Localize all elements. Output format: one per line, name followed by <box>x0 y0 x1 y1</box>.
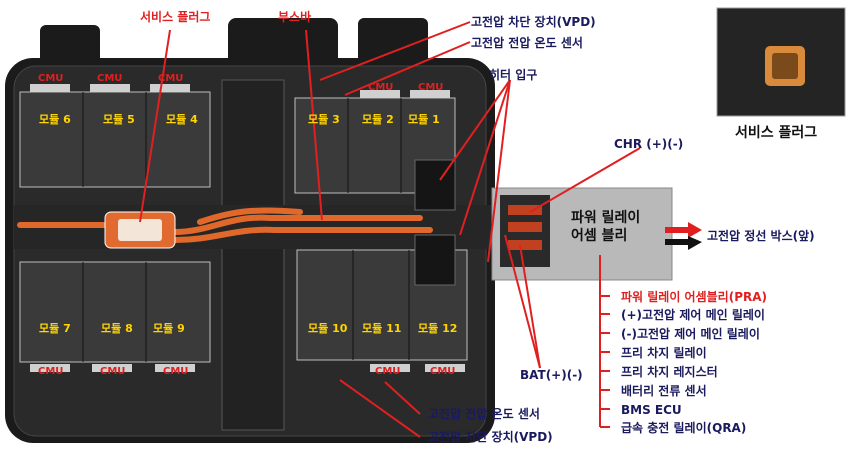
temp-sensor-top-callout: 고전압 전압 온도 센서 <box>471 36 583 50</box>
center-rib <box>221 79 285 431</box>
leader-lines <box>139 21 641 438</box>
module-label: 모듈 5 <box>103 113 135 126</box>
inset-caption: 서비스 플러그 <box>735 125 818 141</box>
bat-callout: BAT(+)(-) <box>520 368 583 382</box>
cmu-boards <box>30 84 465 372</box>
cmu-label: CMU <box>100 366 126 377</box>
heater-connector-bottom <box>414 234 456 286</box>
busbar-callout: 부스바 <box>278 10 312 24</box>
cmu-label: CMU <box>375 366 401 377</box>
tray-top-tab-right <box>358 18 428 68</box>
vpd-bottom-callout: 고전압 차단 장치(VPD) <box>428 430 553 444</box>
module-block-bottom-left <box>19 261 211 363</box>
pra-list-item: 프리 차지 레지스터 <box>621 365 718 379</box>
module-label: 모듈 7 <box>39 322 71 335</box>
tray-top-tab-left <box>40 25 100 65</box>
cmu-label: CMU <box>368 82 394 93</box>
pra-list-item: (-)고전압 제어 메인 릴레이 <box>621 327 760 341</box>
pra-label-line2: 어셈 블리 <box>571 228 628 244</box>
cmu-label: CMU <box>38 366 64 377</box>
module-label: 모듈 6 <box>39 113 71 126</box>
pra-list-item: 프리 차지 릴레이 <box>621 346 707 360</box>
module-label: 모듈 1 <box>408 113 440 126</box>
pra-list-item: BMS ECU <box>621 403 682 417</box>
heater-input-callout: 히터 입구 <box>489 68 538 82</box>
module-block-top-left <box>19 91 211 188</box>
module-label: 모듈 11 <box>362 322 402 335</box>
cmu-label: CMU <box>430 366 456 377</box>
cmu-label: CMU <box>38 73 64 84</box>
chr-callout: CHR (+)(-) <box>614 137 684 151</box>
pra-list-bracket <box>599 255 610 428</box>
module-label: 모듈 10 <box>308 322 348 335</box>
temp-sensor-bottom-callout: 고전압 전압 온도 센서 <box>428 407 540 421</box>
pra-list-item: 급속 충전 릴레이(QRA) <box>621 421 747 435</box>
cmu-label: CMU <box>97 73 123 84</box>
busbar-group <box>17 207 433 243</box>
cmu-label: CMU <box>418 82 444 93</box>
module-label: 모듈 2 <box>362 113 394 126</box>
pra-list-header: 파워 릴레이 어셈블리(PRA) <box>621 290 768 304</box>
vpd-top-callout: 고전압 차단 장치(VPD) <box>471 15 596 29</box>
tray-top-tab <box>228 18 338 78</box>
cmu-label: CMU <box>158 73 184 84</box>
module-label: 모듈 4 <box>166 113 198 126</box>
junction-box-callout: 고전압 정선 박스(앞) <box>707 229 815 243</box>
pra-label-line1: 파워 릴레이 <box>571 210 641 226</box>
pra-list-item: 배터리 전류 센서 <box>621 384 707 398</box>
module-label: 모듈 9 <box>153 322 185 335</box>
module-label: 모듈 3 <box>308 113 340 126</box>
service-plug-callout: 서비스 플러그 <box>140 10 211 24</box>
module-label: 모듈 12 <box>418 322 458 335</box>
pra-list-item: (+)고전압 제어 메인 릴레이 <box>621 308 765 322</box>
module-label: 모듈 8 <box>101 322 133 335</box>
cmu-label: CMU <box>163 366 189 377</box>
